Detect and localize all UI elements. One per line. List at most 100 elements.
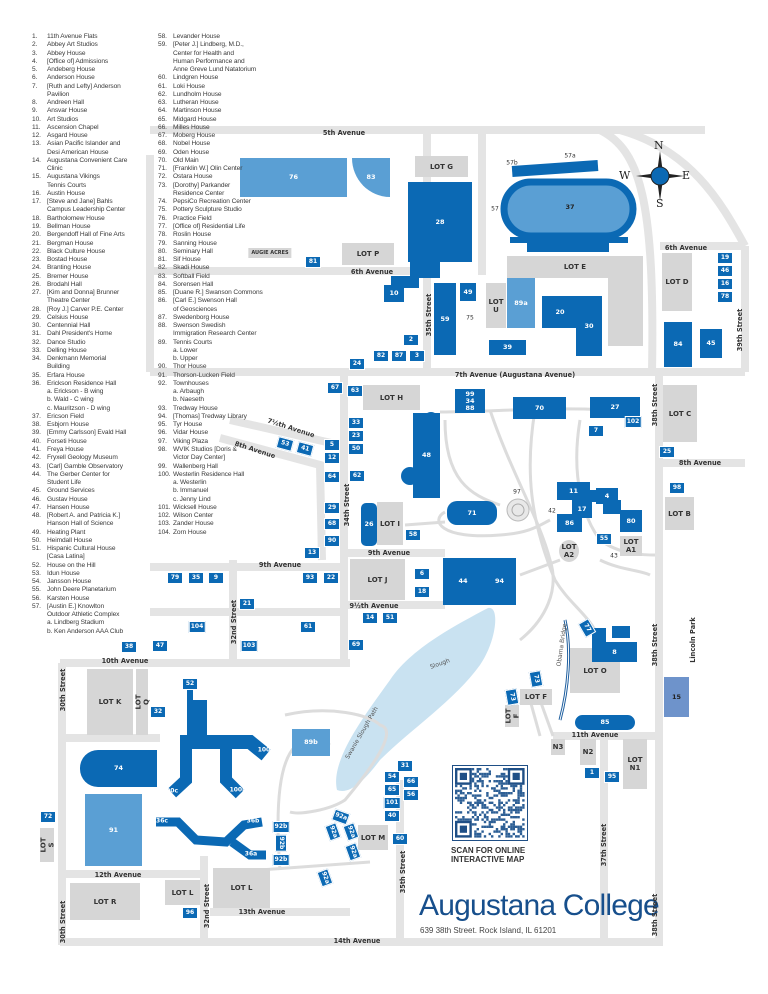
building-marker[interactable]: 33 — [348, 417, 364, 429]
campus-building[interactable]: 59 — [434, 283, 456, 355]
campus-building[interactable]: 89b — [292, 729, 330, 756]
parking-lot[interactable]: LOT A1 — [620, 536, 642, 556]
building-marker[interactable]: 103 — [240, 640, 258, 652]
building-marker[interactable]: 95 — [604, 771, 620, 783]
building-marker[interactable]: 18 — [414, 586, 430, 598]
campus-building[interactable]: 48 — [413, 413, 440, 498]
parking-lot[interactable]: LOT I — [377, 502, 403, 545]
campus-building[interactable]: 27 — [590, 397, 640, 418]
building-marker[interactable]: 9 — [208, 572, 224, 584]
parking-lot[interactable]: LOT J — [350, 559, 405, 600]
campus-building[interactable]: 74 — [80, 750, 157, 787]
campus-building[interactable]: 4 — [596, 488, 618, 504]
building-marker[interactable]: 58 — [405, 529, 421, 541]
campus-building[interactable]: 17 — [572, 500, 592, 518]
building-marker[interactable]: 73 — [528, 670, 544, 688]
building-marker[interactable]: 56 — [403, 789, 419, 801]
campus-building[interactable]: 28 — [408, 182, 472, 262]
building-marker[interactable]: 16 — [717, 278, 733, 290]
parking-lot[interactable]: LOT L — [165, 880, 200, 905]
building-marker[interactable]: 79 — [167, 572, 183, 584]
building-marker[interactable]: 68 — [324, 518, 340, 530]
viking-plaza-icon[interactable] — [506, 498, 530, 522]
campus-building[interactable]: 30 — [576, 296, 602, 356]
building-marker[interactable]: 64 — [324, 471, 340, 483]
campus-building[interactable]: 37 — [530, 195, 610, 220]
building-marker[interactable]: 38 — [121, 641, 137, 653]
building-marker[interactable]: 87 — [391, 350, 407, 362]
building-marker[interactable]: 104 — [188, 621, 206, 633]
building-marker[interactable]: 12 — [324, 452, 340, 464]
building-marker[interactable]: 24 — [349, 358, 365, 370]
parking-lot[interactable]: LOT K — [87, 669, 133, 735]
campus-building[interactable]: 10 — [384, 285, 404, 302]
building-marker[interactable]: 31 — [397, 760, 413, 772]
building-marker[interactable]: 78 — [717, 291, 733, 303]
parking-lot[interactable]: LOT A2 — [559, 540, 579, 562]
building-marker[interactable]: 47 — [152, 640, 168, 652]
campus-building[interactable]: 99 34 88 — [455, 389, 485, 413]
campus-building[interactable]: 15 — [664, 677, 689, 717]
building-marker[interactable]: 3 — [409, 350, 425, 362]
building-marker[interactable]: 25 — [659, 446, 675, 458]
building-marker[interactable]: 90 — [324, 535, 340, 547]
campus-building[interactable]: 39 — [489, 340, 526, 355]
building-marker[interactable]: 92b — [272, 854, 290, 866]
campus-building[interactable]: 71 — [447, 501, 497, 525]
building-marker[interactable]: 60 — [392, 833, 408, 845]
building-wing[interactable] — [592, 628, 606, 646]
wing-label[interactable]: 36b — [246, 817, 260, 825]
building-marker[interactable]: 73 — [504, 688, 520, 706]
building-marker[interactable]: 66 — [403, 776, 419, 788]
building-marker[interactable]: 19 — [717, 252, 733, 264]
parking-lot[interactable]: LOT H — [363, 385, 420, 410]
building-wing[interactable] — [410, 262, 440, 278]
building-marker[interactable]: 2 — [403, 334, 419, 346]
building-marker[interactable]: 54 — [384, 771, 400, 783]
building-marker[interactable]: 40 — [384, 810, 400, 822]
building-marker[interactable]: 46 — [717, 265, 733, 277]
obama-bridge[interactable] — [558, 619, 571, 721]
campus-building[interactable]: 76 — [240, 158, 347, 197]
parking-lot[interactable]: LOT C — [663, 385, 697, 442]
parking-lot[interactable]: LOT P — [342, 243, 394, 265]
parking-lot[interactable]: LOT R — [70, 883, 140, 920]
parking-lot[interactable]: LOT F — [520, 689, 552, 705]
parking-lot[interactable]: LOT N1 — [623, 739, 647, 789]
building-marker[interactable]: 93 — [302, 572, 318, 584]
building-marker[interactable]: 92b — [275, 834, 287, 852]
campus-building[interactable]: 91 — [85, 794, 142, 866]
campus-building[interactable]: 80 — [620, 510, 642, 532]
building-marker[interactable]: 23 — [348, 430, 364, 442]
building-marker[interactable]: 81 — [305, 256, 321, 268]
parking-lot[interactable]: LOT E — [507, 256, 643, 278]
building-marker[interactable]: 69 — [348, 639, 364, 651]
westerlin-residence-complex[interactable] — [167, 684, 271, 799]
building-marker[interactable]: 55 — [596, 533, 612, 545]
parking-lot[interactable]: LOT Q — [134, 669, 150, 735]
qr-code[interactable] — [452, 765, 528, 841]
building-marker[interactable]: 92b — [272, 821, 290, 833]
parking-lot[interactable]: LOT U — [486, 283, 506, 328]
building-marker[interactable]: 13 — [304, 547, 320, 559]
parking-lot[interactable]: LOT M — [358, 825, 388, 850]
building-marker[interactable]: 6 — [414, 568, 430, 580]
parking-lot[interactable]: LOT F — [504, 705, 520, 727]
building-marker[interactable]: 65 — [384, 784, 400, 796]
campus-building[interactable]: 11 — [557, 482, 590, 500]
building-marker[interactable]: 67 — [327, 382, 343, 394]
building-marker[interactable]: 35 — [188, 572, 204, 584]
parking-lot[interactable]: N3 — [551, 739, 565, 755]
building-marker[interactable]: 82 — [373, 350, 389, 362]
building-marker[interactable]: 51 — [382, 612, 398, 624]
building-marker[interactable]: 52 — [182, 678, 198, 690]
parking-lot[interactable]: LOT L — [213, 868, 270, 908]
erickson-residence-complex[interactable] — [156, 817, 266, 860]
parking-lot-e-extension[interactable] — [608, 278, 643, 346]
building-marker[interactable]: 98 — [669, 482, 685, 494]
building-marker[interactable]: 96 — [182, 907, 198, 919]
wing-label[interactable]: 36c — [156, 817, 168, 825]
wing-label[interactable]: 100b — [229, 786, 247, 794]
building-marker[interactable]: 1 — [584, 767, 600, 779]
parking-lot[interactable]: LOT B — [665, 497, 694, 530]
